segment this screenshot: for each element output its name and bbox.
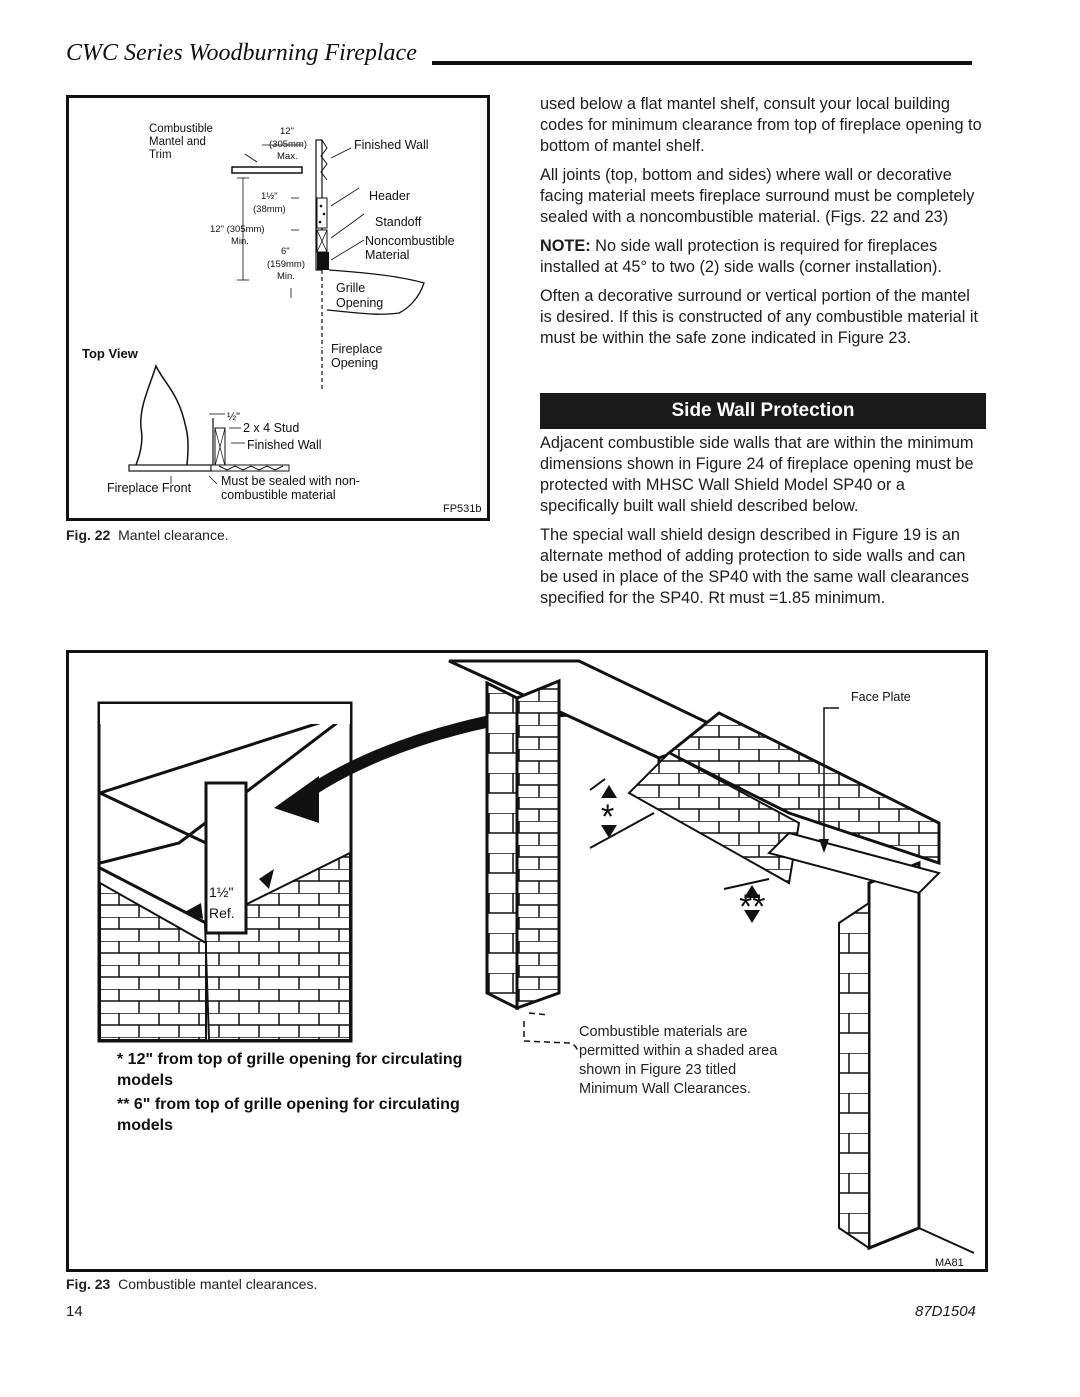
label-star-2: **	[739, 888, 765, 926]
document-code: 87D1504	[915, 1303, 976, 1320]
combustible-line-3: shown in Figure 23 titled	[579, 1062, 737, 1078]
label-face-plate: Face Plate	[851, 690, 911, 704]
right-column-top: used below a flat mantel shelf, consult …	[540, 94, 986, 357]
label-12-305-min: 12" (305mm)	[210, 224, 265, 235]
label-header: Header	[369, 189, 410, 203]
label-grille-2: Opening	[336, 296, 383, 310]
paragraph-note: NOTE: No side wall protection is require…	[540, 236, 986, 278]
label-fireplace-front: Fireplace Front	[107, 481, 192, 495]
label-159mm: (159mm)	[267, 259, 305, 270]
label-grille-1: Grille	[336, 281, 365, 295]
label-noncombustible-1: Noncombustible	[365, 234, 455, 248]
label-half: ½"	[227, 411, 240, 423]
figure-22-drawing: Combustible Mantel and Trim 12" (305mm) …	[82, 123, 482, 515]
figure-22-caption: Fig. 22 Mantel clearance.	[66, 527, 229, 543]
figure-22-mantel-clearance: Combustible Mantel and Trim 12" (305mm) …	[66, 95, 490, 521]
label-ref: Ref.	[209, 905, 235, 921]
label-38mm: (38mm)	[253, 204, 286, 215]
figure-23-number: Fig. 23	[66, 1276, 111, 1292]
label-standoff: Standoff	[375, 215, 422, 229]
paragraph-decorative: Often a decorative surround or vertical …	[540, 287, 978, 347]
label-finished-wall-2: Finished Wall	[247, 438, 322, 452]
label-star-1: *	[601, 798, 614, 836]
header-rule	[432, 61, 972, 65]
label-noncombustible-2: Material	[365, 248, 409, 262]
paragraph-wall-shield: The special wall shield design described…	[540, 526, 969, 607]
paragraph-side-walls: Adjacent combustible side walls that are…	[540, 434, 974, 515]
label-min-2: Min.	[277, 271, 295, 282]
label-305mm: (305mm)	[269, 139, 307, 150]
label-stud: 2 x 4 Stud	[243, 421, 299, 435]
label-combustible-3: Trim	[149, 149, 172, 161]
right-column-bottom: Adjacent combustible side walls that are…	[540, 433, 986, 617]
figure-23-caption-text: Combustible mantel clearances.	[118, 1276, 318, 1292]
note-text: No side wall protection is required for …	[540, 237, 942, 276]
paragraph-joints: All joints (top, bottom and sides) where…	[540, 166, 975, 226]
note-label: NOTE:	[540, 237, 591, 255]
label-sealed-2: combustible material	[221, 488, 336, 502]
label-finished-wall: Finished Wall	[354, 138, 429, 152]
figure-22-caption-text: Mantel clearance.	[118, 527, 229, 543]
page-header-title: CWC Series Woodburning Fireplace	[66, 40, 417, 66]
figure-23-drawing: Face Plate 1½" Ref. * ** MA81	[97, 659, 975, 1269]
figure-23-caption: Fig. 23 Combustible mantel clearances.	[66, 1276, 317, 1292]
figure-23-combustible-mantel: Face Plate 1½" Ref. * ** MA81 * 12" from…	[66, 650, 988, 1272]
label-12in: 12"	[280, 126, 294, 137]
label-sealed-1: Must be sealed with non-	[221, 474, 360, 488]
label-combustible-1: Combustible	[149, 123, 213, 135]
label-6in: 6"	[281, 246, 290, 257]
combustible-line-4: Minimum Wall Clearances.	[579, 1081, 751, 1097]
section-banner-side-wall-protection: Side Wall Protection	[540, 393, 986, 429]
figure-22-number: Fig. 22	[66, 527, 111, 543]
page-number: 14	[66, 1303, 83, 1320]
combustible-line-2: permitted within a shaded area	[579, 1043, 778, 1059]
label-combustible-2: Mantel and	[149, 136, 206, 148]
label-ref-dim: 1½"	[209, 884, 233, 900]
note-star-1: * 12" from top of grille opening for cir…	[117, 1051, 463, 1089]
label-top-view: Top View	[82, 346, 139, 361]
label-fp531b: FP531b	[443, 503, 482, 515]
combustible-note: Combustible materials are permitted with…	[579, 1023, 839, 1099]
label-fireplace-opening-1: Fireplace	[331, 342, 382, 356]
label-min: Min.	[231, 236, 249, 247]
label-fireplace-opening-2: Opening	[331, 356, 378, 370]
combustible-line-1: Combustible materials are	[579, 1024, 748, 1040]
label-ma81: MA81	[935, 1257, 964, 1269]
note-star-2: ** 6" from top of grille opening for cir…	[117, 1096, 460, 1134]
label-1half: 1½"	[261, 191, 278, 202]
paragraph-mantel-shelf: used below a flat mantel shelf, consult …	[540, 95, 982, 155]
label-max: Max.	[277, 151, 298, 162]
